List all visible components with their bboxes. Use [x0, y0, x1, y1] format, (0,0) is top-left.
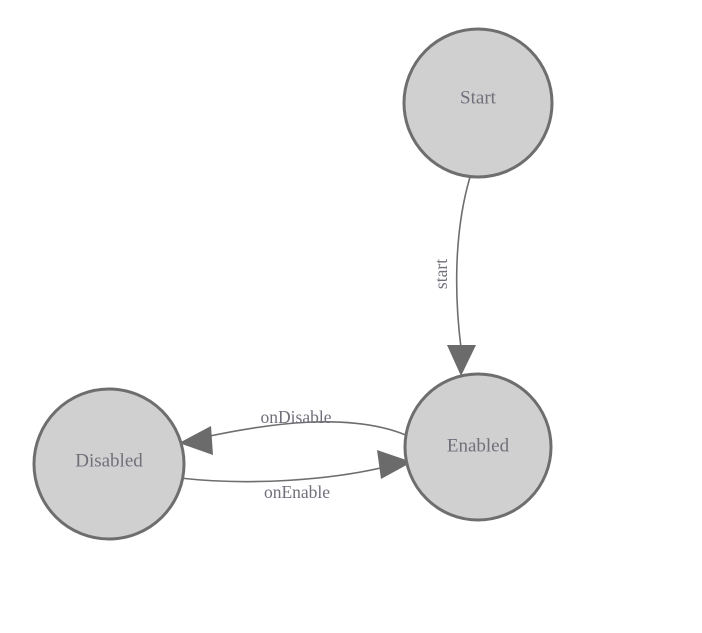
- arrowhead-icon-enabled-to-disabled: [179, 426, 213, 455]
- arrowhead-icon-disabled-to-enabled: [377, 450, 412, 479]
- edge-label-on-enable: onEnable: [264, 482, 330, 502]
- node-disabled[interactable]: Disabled: [32, 387, 186, 541]
- edge-enabled-to-disabled[interactable]: [179, 421, 409, 455]
- node-label-start: Start: [460, 87, 497, 108]
- node-label-disabled: Disabled: [75, 450, 143, 471]
- node-label-enabled: Enabled: [447, 435, 510, 456]
- node-shape-enabled: [403, 372, 553, 522]
- edge-label-on-disable: onDisable: [261, 407, 332, 427]
- node-shape-disabled: [32, 387, 186, 541]
- node-start[interactable]: Start: [402, 27, 554, 179]
- edge-label-start: start: [431, 259, 451, 289]
- edge-disabled-to-enabled[interactable]: [179, 450, 412, 483]
- edge-path-start-to-enabled: [455, 176, 471, 349]
- edge-start-to-enabled[interactable]: [447, 176, 476, 376]
- edge-path-disabled-to-enabled: [179, 466, 386, 483]
- node-shape-start: [402, 27, 554, 179]
- arrowhead-icon-start-to-enabled: [447, 345, 476, 376]
- edge-path-enabled-to-disabled: [204, 421, 409, 438]
- node-enabled[interactable]: Enabled: [403, 372, 553, 522]
